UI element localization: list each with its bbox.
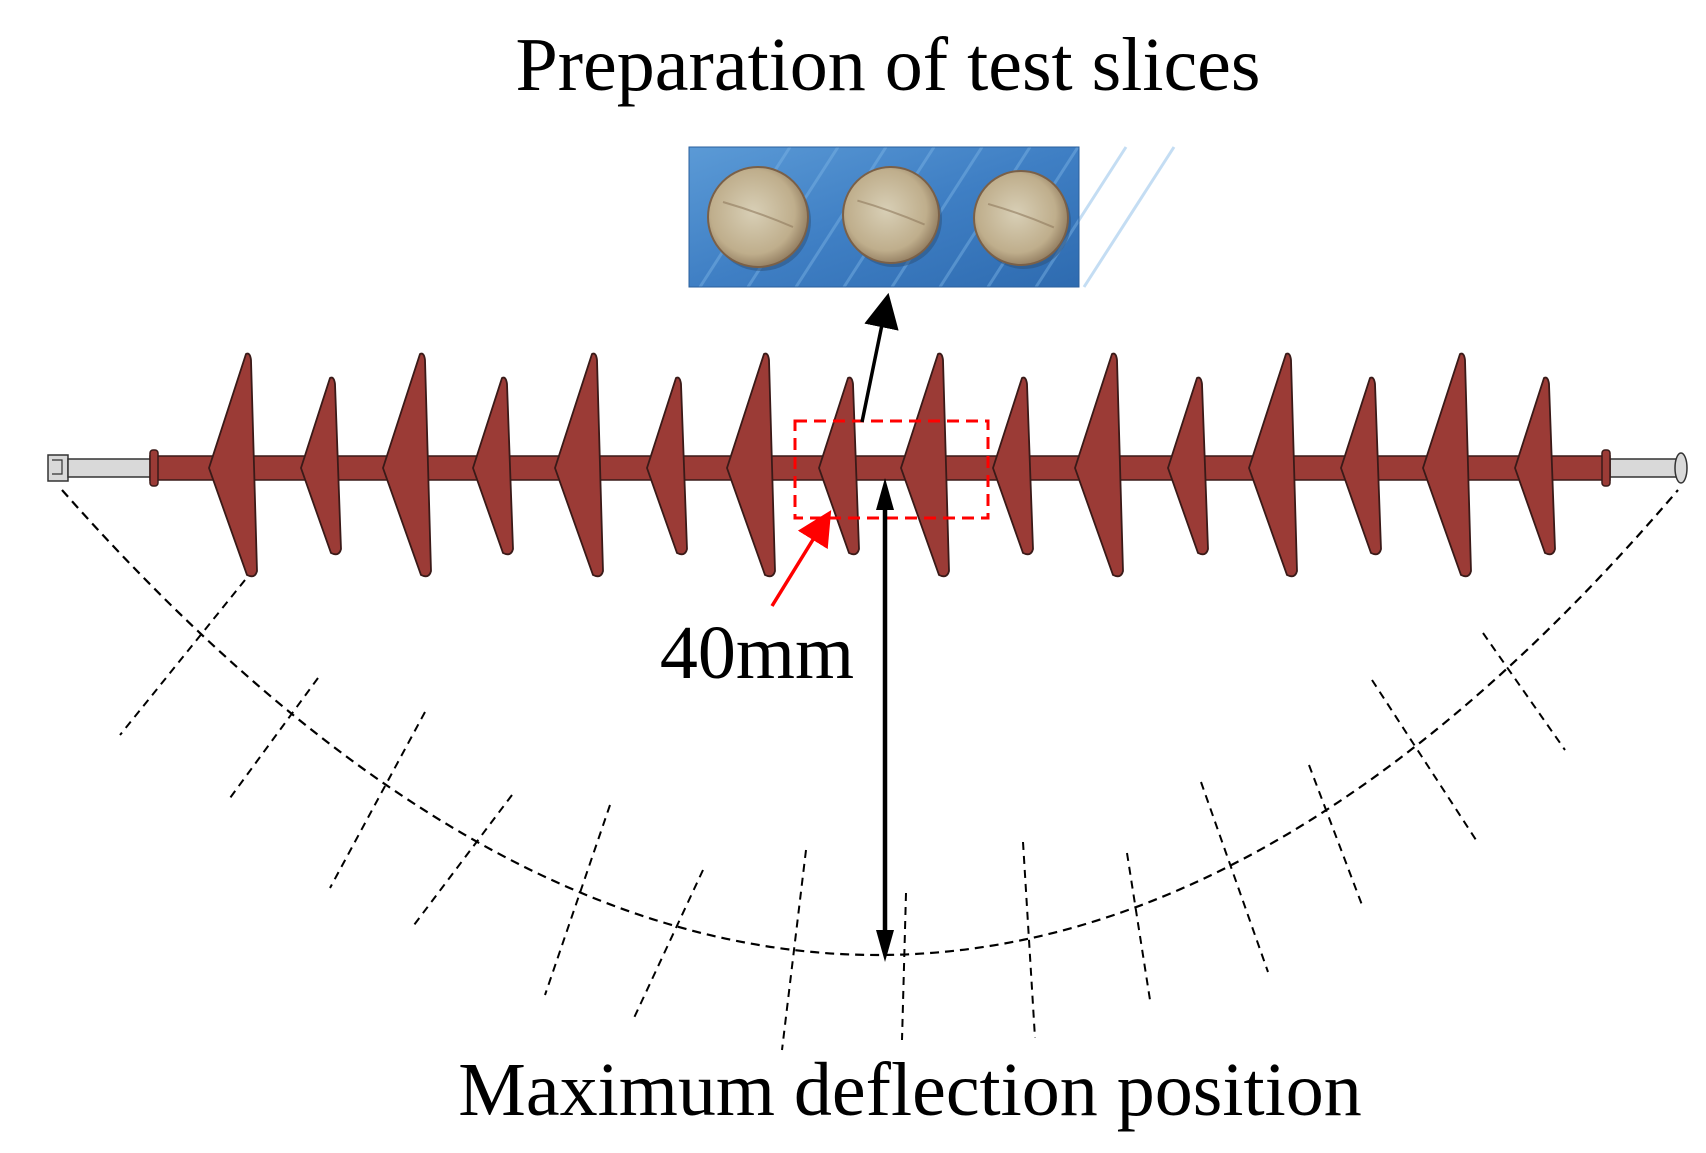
insulator-shed — [472, 376, 514, 556]
shed-trace — [229, 677, 319, 799]
insulator-shed — [382, 352, 432, 578]
insulator-shed — [208, 352, 258, 578]
insulator-core-rod — [149, 455, 1611, 481]
shed-trace — [119, 579, 246, 736]
insulator-shed — [1248, 352, 1298, 578]
insulator-shed — [1422, 352, 1472, 578]
insulator-shed — [726, 352, 776, 578]
shed-trace — [781, 849, 807, 1051]
insulator-shed — [1074, 352, 1124, 578]
test-slice — [707, 166, 809, 268]
sampling-region-box — [793, 419, 990, 520]
deflected-shed-traces — [119, 579, 1566, 1051]
shed-trace — [1308, 764, 1363, 906]
bottom-label: Maximum deflection position — [458, 1048, 1361, 1132]
test-slice — [973, 170, 1069, 266]
insulator-shed — [818, 376, 860, 556]
insulator-shed — [992, 376, 1034, 556]
shed-trace — [1371, 679, 1479, 844]
shed-trace — [1126, 852, 1151, 1001]
insulator-shed — [1340, 376, 1382, 556]
shed-trace — [901, 892, 907, 1041]
insulator-shed — [900, 352, 950, 578]
insulator-shed — [646, 376, 688, 556]
test-slices — [707, 166, 1071, 271]
insulator-shed — [554, 352, 604, 578]
dimension-label: 40mm — [660, 611, 854, 695]
deflection-arrow — [876, 478, 894, 962]
shed-trace — [329, 711, 426, 889]
red-pointer-arrow — [770, 510, 832, 607]
title: Preparation of test slices — [515, 23, 1260, 107]
test-slice — [842, 166, 940, 264]
arrow-to-photo — [860, 292, 899, 423]
deflection-diagram — [61, 489, 1679, 1051]
left-end-fitting — [47, 454, 153, 482]
right-end-fitting — [1609, 452, 1688, 484]
shed-trace — [413, 794, 513, 926]
shed-trace — [1200, 781, 1269, 973]
shed-trace — [632, 869, 704, 1021]
deflection-curve — [61, 489, 1679, 956]
test-slices-photo — [688, 146, 1176, 288]
composite-insulator — [47, 352, 1688, 578]
insulator-sheds — [208, 352, 1556, 578]
insulator-shed — [1167, 376, 1209, 556]
shed-trace — [1482, 632, 1566, 751]
insulator-shed — [1514, 376, 1556, 556]
shed-trace — [1022, 841, 1036, 1039]
shed-trace — [544, 804, 611, 996]
insulator-shed — [300, 376, 342, 556]
